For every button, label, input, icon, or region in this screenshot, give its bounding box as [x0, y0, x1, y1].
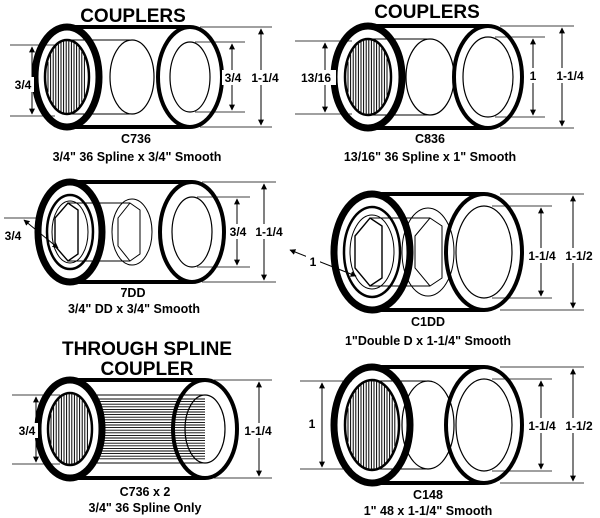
coupler-c736x2: 3/4 1-1/4 C736 x 2 3/4" 36 Spline Only: [12, 376, 276, 515]
coupler-c736: 3/4 3/4 1-1/4 C736 3/4" 36 Spline x 3/4"…: [10, 23, 284, 164]
model-description: 1" 48 x 1-1/4" Smooth: [364, 504, 493, 518]
dimension-inner: 1-1/4: [492, 205, 558, 299]
model-description: 3/4" 36 Spline Only: [89, 501, 202, 515]
dim-label-inner: 1-1/4: [528, 419, 556, 433]
coupler-body: [330, 22, 524, 132]
coupler-body: [34, 178, 226, 286]
model-description: 13/16" 36 Spline x 1" Smooth: [344, 150, 516, 164]
dimension-outer: 1-1/2: [500, 366, 597, 484]
dim-label-outer: 1-1/4: [244, 424, 272, 438]
coupler-c1dd: 1 1-1/4 1-1/2 C1DD 1"Double D x 1-1/4" S…: [289, 190, 597, 348]
model-description: 3/4" 36 Spline x 3/4" Smooth: [53, 150, 222, 164]
dim-label-left: 3/4: [5, 229, 22, 243]
spline-teeth: [47, 41, 85, 113]
dim-label-inner: 3/4: [230, 225, 247, 239]
dimension-left: 1: [289, 249, 357, 277]
dim-label-outer: 1-1/2: [565, 249, 593, 263]
heading-coupler: COUPLER: [101, 359, 194, 380]
heading-through-spline: THROUGH SPLINE: [62, 339, 232, 360]
dim-label-left: 1: [310, 255, 317, 269]
dimension-left: 3/4: [12, 394, 60, 465]
dimension-left: 1: [300, 380, 352, 470]
spline-teeth: [50, 394, 88, 464]
model-description: 3/4" DD x 3/4" Smooth: [68, 302, 200, 316]
dim-label-inner: 1: [530, 69, 537, 83]
dimension-left: 3/4: [3, 217, 59, 249]
dimension-left: 13/16: [295, 40, 352, 115]
dim-label-outer: 1-1/4: [251, 71, 279, 85]
model-name: C736 x 2: [120, 485, 171, 499]
dim-label-left: 3/4: [19, 424, 36, 438]
dimension-outer: 1-1/4: [200, 26, 284, 128]
dim-label-inner: 3/4: [225, 71, 242, 85]
heading-couplers-left: COUPLERS: [80, 6, 186, 27]
coupler-body: [330, 190, 524, 314]
model-name: C148: [413, 488, 443, 502]
model-name: C836: [415, 132, 445, 146]
dimension-inner: 1: [495, 36, 545, 118]
coupler-body: [31, 23, 224, 131]
dim-label-outer: 1-1/4: [255, 225, 283, 239]
dim-label-left: 1: [309, 417, 316, 431]
dimension-outer: 1-1/4: [202, 181, 288, 283]
spline-teeth: [347, 40, 388, 114]
dimension-inner: 3/4: [197, 196, 250, 268]
coupler-c148: 1 1-1/4 1-1/2 C148 1" 48 x 1-1/4" Smooth: [300, 363, 597, 518]
dimension-inner: 3/4: [195, 41, 245, 113]
coupler-7dd: 3/4 3/4 1-1/4 7DD 3/4" DD x 3/4" Smooth: [3, 178, 288, 316]
dim-label-left: 3/4: [15, 78, 32, 92]
dimension-outer: 1-1/4: [214, 379, 276, 479]
dimension-outer: 1-1/4: [500, 25, 590, 129]
model-name: C1DD: [411, 315, 445, 329]
dim-label-outer: 1-1/4: [556, 69, 584, 83]
dimension-left: 3/4: [10, 44, 55, 117]
dimension-inner: 1-1/4: [492, 378, 558, 472]
dim-label-inner: 1-1/4: [528, 249, 556, 263]
dimension-outer: 1-1/2: [500, 193, 597, 311]
coupler-body: [34, 376, 239, 482]
spline-teeth: [347, 381, 396, 469]
dim-label-outer: 1-1/2: [565, 419, 593, 433]
dim-label-left: 13/16: [301, 71, 331, 85]
model-name: 7DD: [120, 286, 145, 300]
coupler-c836: 13/16 1 1-1/4 C836 13/16" 36 Spline x 1"…: [295, 22, 590, 164]
model-name: C736: [121, 132, 151, 146]
coupler-body: [330, 363, 524, 487]
model-description: 1"Double D x 1-1/4" Smooth: [345, 334, 511, 348]
heading-couplers-right: COUPLERS: [374, 2, 480, 23]
